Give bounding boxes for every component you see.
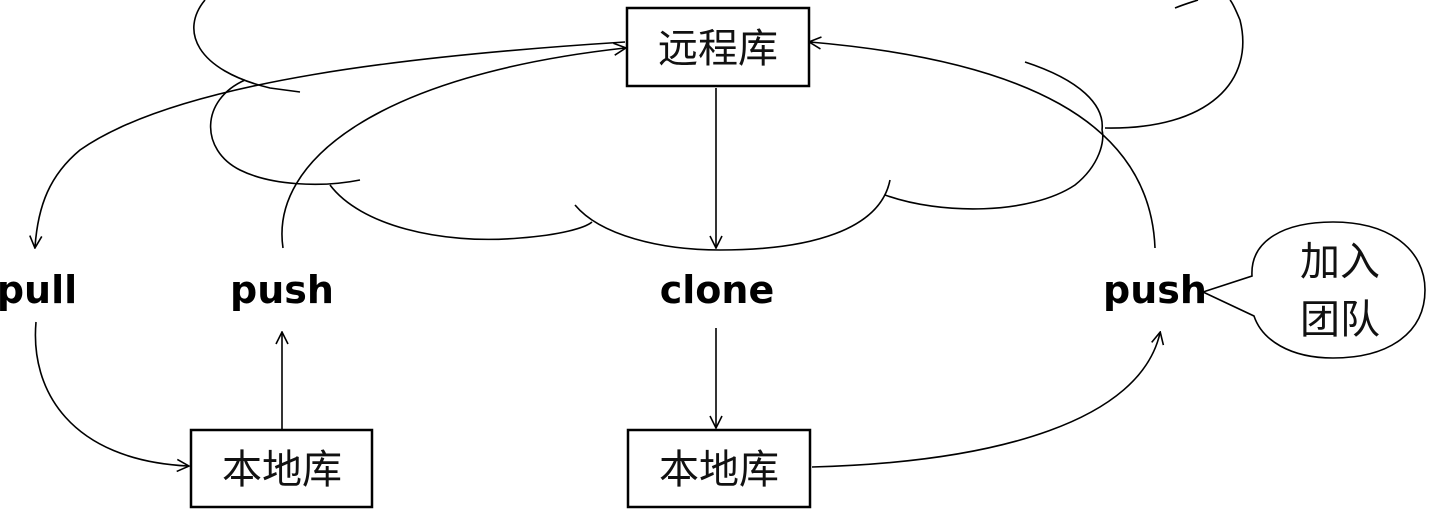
push-left-label: push [230, 268, 334, 312]
edge-push-left-to-remote [281, 48, 625, 249]
cloud-lobe-top-left [193, 0, 301, 93]
edge-pull-to-local-left [34, 321, 188, 466]
local-repo-right-node: 本地库 [626, 428, 812, 509]
callout-bubble: 加入 团队 [1200, 221, 1426, 359]
local-repo-left-node: 本地库 [189, 428, 374, 509]
local-repo-right-box [626, 428, 812, 509]
edge-remote-to-pull [35, 41, 626, 247]
clone-label: clone [660, 268, 774, 312]
callout-bubble-shape [1200, 221, 1426, 359]
cloud-lobe-bottom-right [884, 129, 1104, 210]
callout-line-2: 团队 [1300, 297, 1380, 343]
remote-repo-node: 远程库 [625, 6, 811, 88]
cloud-lobe-right-outer [1104, 0, 1244, 129]
remote-repo-box [625, 6, 811, 88]
cloud-lobe-bottom-left [329, 184, 593, 241]
cloud-lobe-right-inner [1024, 61, 1103, 131]
cloud-shape [193, 0, 1244, 251]
cloud-lobe-bottom-middle [574, 179, 891, 251]
callout-line-1: 加入 [1300, 239, 1380, 285]
edges [35, 42, 1160, 467]
pull-label: pull [0, 268, 77, 312]
push-right-label: push [1103, 268, 1207, 312]
local-repo-left-label: 本地库 [222, 447, 342, 493]
edge-push-right-to-remote [810, 42, 1156, 249]
cloud-lobe-left [209, 79, 361, 186]
edge-local-right-to-push [811, 333, 1160, 468]
local-repo-right-label: 本地库 [659, 447, 779, 493]
remote-repo-label: 远程库 [658, 26, 778, 72]
cloud-lobe-top-right [1174, 0, 1199, 9]
local-repo-left-box [189, 428, 374, 509]
